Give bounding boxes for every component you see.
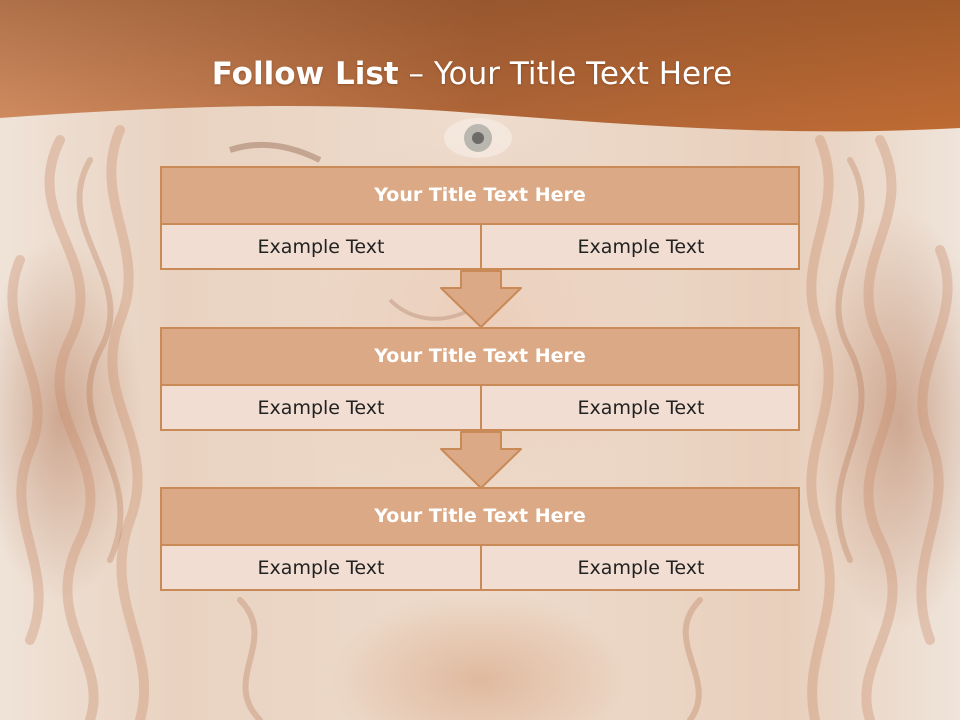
slide-title-main: Follow List [211,56,399,92]
header-band [0,0,960,132]
step-box-title: Your Title Text Here [162,489,798,546]
step-box-right-text: Example Text [577,557,705,579]
step-box-left-text: Example Text [162,546,482,589]
step-box-2: Your Title Text Here Example Text Exampl… [160,327,800,431]
step-box-right-text: Example Text [577,236,705,258]
slide-title-rest: – Your Title Text Here [398,56,733,92]
slide-title: Follow List – Your Title Text Here [0,52,944,96]
down-arrow-icon [440,431,522,489]
step-box-title: Your Title Text Here [162,168,798,225]
step-box-right-text: Example Text [577,397,705,419]
step-box-1: Your Title Text Here Example Text Exampl… [160,166,800,270]
step-box-left-text: Example Text [162,225,482,268]
step-box-left-text: Example Text [162,386,482,429]
step-box-title: Your Title Text Here [162,329,798,386]
down-arrow-icon [440,270,522,328]
step-box-3: Your Title Text Here Example Text Exampl… [160,487,800,591]
